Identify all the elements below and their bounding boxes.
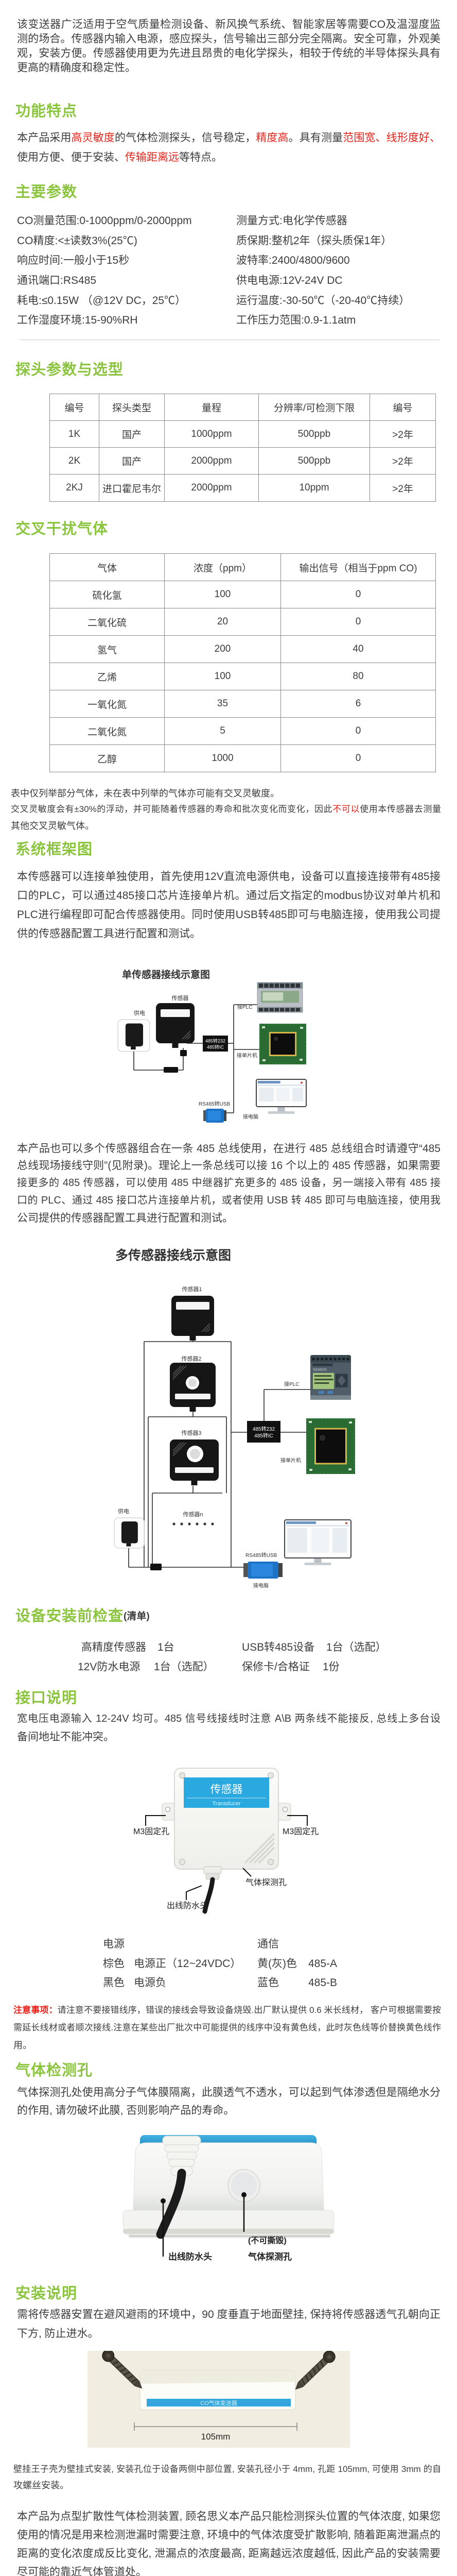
svg-text:传感器3: 传感器3 (181, 1430, 201, 1436)
svg-text:SIEMENS: SIEMENS (313, 1368, 327, 1371)
svg-text:气体探测孔: 气体探测孔 (248, 2251, 292, 2262)
svg-text:传感器: 传感器 (210, 1784, 243, 1795)
svg-text:供电: 供电 (134, 1009, 145, 1016)
svg-text:传感器1: 传感器1 (182, 1286, 202, 1293)
svg-text:485转232: 485转232 (205, 1038, 225, 1044)
svg-text:RS485转USB: RS485转USB (199, 1100, 230, 1107)
svg-text:M3固定孔: M3固定孔 (133, 1827, 169, 1836)
svg-text:M3固定孔: M3固定孔 (283, 1827, 319, 1836)
svg-text:接PLC: 接PLC (284, 1381, 299, 1387)
svg-text:出线防水头: 出线防水头 (167, 1901, 208, 1910)
svg-text:气体探测孔: 气体探测孔 (245, 1878, 287, 1887)
svg-text:接PLC: 接PLC (237, 1004, 252, 1010)
svg-text:传感器n: 传感器n (183, 1511, 203, 1518)
svg-text:RS485转USB: RS485转USB (245, 1552, 277, 1558)
svg-text:出线防水头: 出线防水头 (168, 2251, 212, 2262)
svg-text:CO气体变送器: CO气体变送器 (200, 2399, 237, 2406)
svg-text:485转IC: 485转IC (254, 1432, 273, 1439)
svg-text:Transducer: Transducer (212, 1801, 241, 1807)
svg-text:传感器2: 传感器2 (181, 1355, 201, 1362)
svg-text:接电脑: 接电脑 (253, 1582, 269, 1589)
svg-text:传感器: 传感器 (172, 995, 189, 1002)
svg-text:485转IC: 485转IC (207, 1044, 224, 1050)
svg-text:接电脑: 接电脑 (243, 1113, 258, 1120)
svg-text:接单片机: 接单片机 (280, 1457, 301, 1464)
svg-text:接单片机: 接单片机 (237, 1052, 257, 1059)
svg-text:105mm: 105mm (201, 2432, 231, 2442)
svg-text:供电: 供电 (118, 1507, 129, 1515)
svg-text:485转232: 485转232 (253, 1426, 275, 1432)
svg-text:(不可撕毁): (不可撕毁) (248, 2235, 287, 2245)
